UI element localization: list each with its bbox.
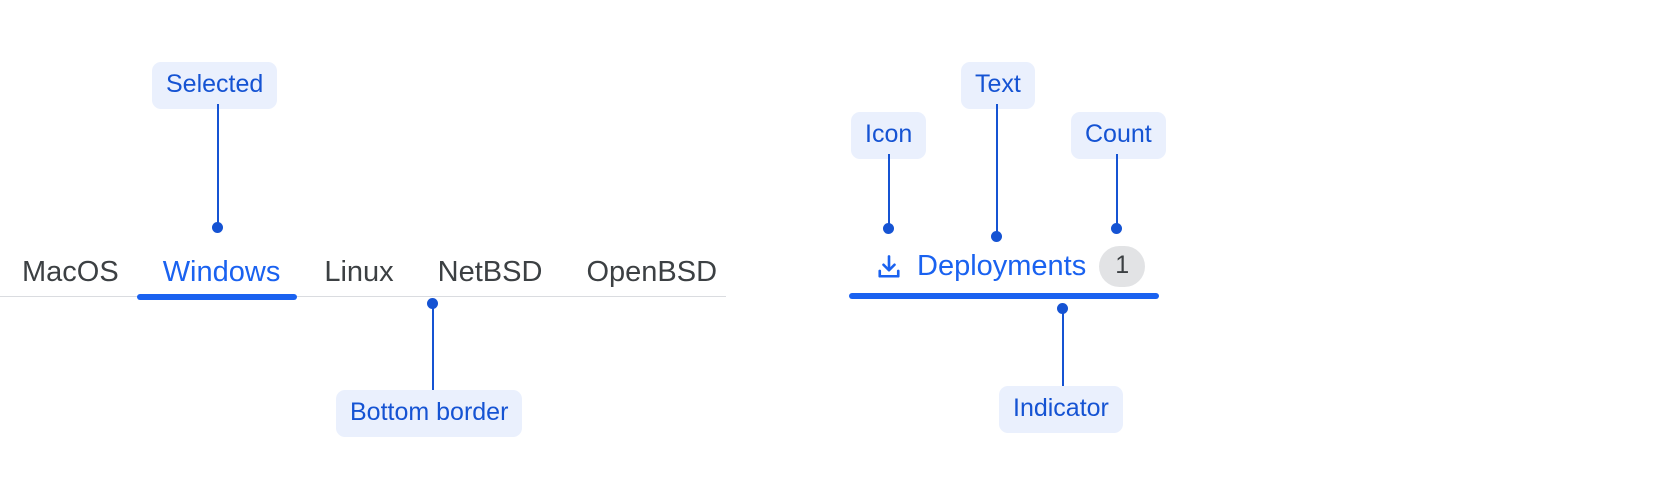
tab-openbsd-label: OpenBSD — [586, 255, 718, 288]
tab-netbsd[interactable]: NetBSD — [416, 248, 565, 296]
tab-macos[interactable]: MacOS — [0, 248, 141, 296]
annotation-dot-count — [1111, 223, 1122, 234]
annotation-line-text — [996, 104, 998, 237]
annotation-line-bottom-border — [432, 304, 434, 390]
annotation-label-bottom-border: Bottom border — [336, 390, 523, 437]
tab-deployments[interactable]: Deployments 1 — [849, 240, 1146, 293]
annotation-line-count — [1116, 154, 1118, 229]
annotation-dot-selected — [212, 222, 223, 233]
tab-macos-label: MacOS — [22, 255, 119, 288]
os-tabs-group: MacOS Windows Linux NetBSD OpenBSD — [0, 248, 726, 302]
annotation-dot-bottom-border — [427, 298, 438, 309]
annotation-dot-indicator — [1057, 303, 1068, 314]
deployments-label: Deployments — [917, 250, 1087, 282]
annotation-line-selected — [217, 104, 219, 228]
tab-windows-label: Windows — [162, 255, 281, 288]
annotation-label-indicator: Indicator — [999, 386, 1123, 433]
tab-linux-label: Linux — [324, 255, 394, 288]
annotation-line-indicator — [1062, 309, 1064, 386]
annotation-label-icon: Icon — [851, 112, 927, 159]
deployments-count-badge: 1 — [1099, 246, 1146, 287]
tabs-bottom-divider — [0, 296, 726, 297]
annotation-label-text: Text — [961, 62, 1035, 109]
annotation-label-count: Count — [1071, 112, 1166, 159]
tab-openbsd[interactable]: OpenBSD — [564, 248, 739, 296]
os-tabs-row: MacOS Windows Linux NetBSD OpenBSD — [0, 248, 739, 296]
tab-linux[interactable]: Linux — [302, 248, 415, 296]
tab-netbsd-label: NetBSD — [437, 255, 543, 288]
download-icon — [878, 254, 900, 278]
tab-windows-underline-indicator — [137, 294, 297, 300]
annotation-line-icon — [888, 154, 890, 229]
deployments-tab-group: Deployments 1 — [849, 240, 1161, 300]
annotation-label-selected: Selected — [152, 62, 278, 109]
deployments-indicator — [849, 293, 1159, 299]
annotation-dot-text — [991, 231, 1002, 242]
annotation-dot-icon — [883, 223, 894, 234]
tab-windows[interactable]: Windows — [141, 248, 303, 296]
